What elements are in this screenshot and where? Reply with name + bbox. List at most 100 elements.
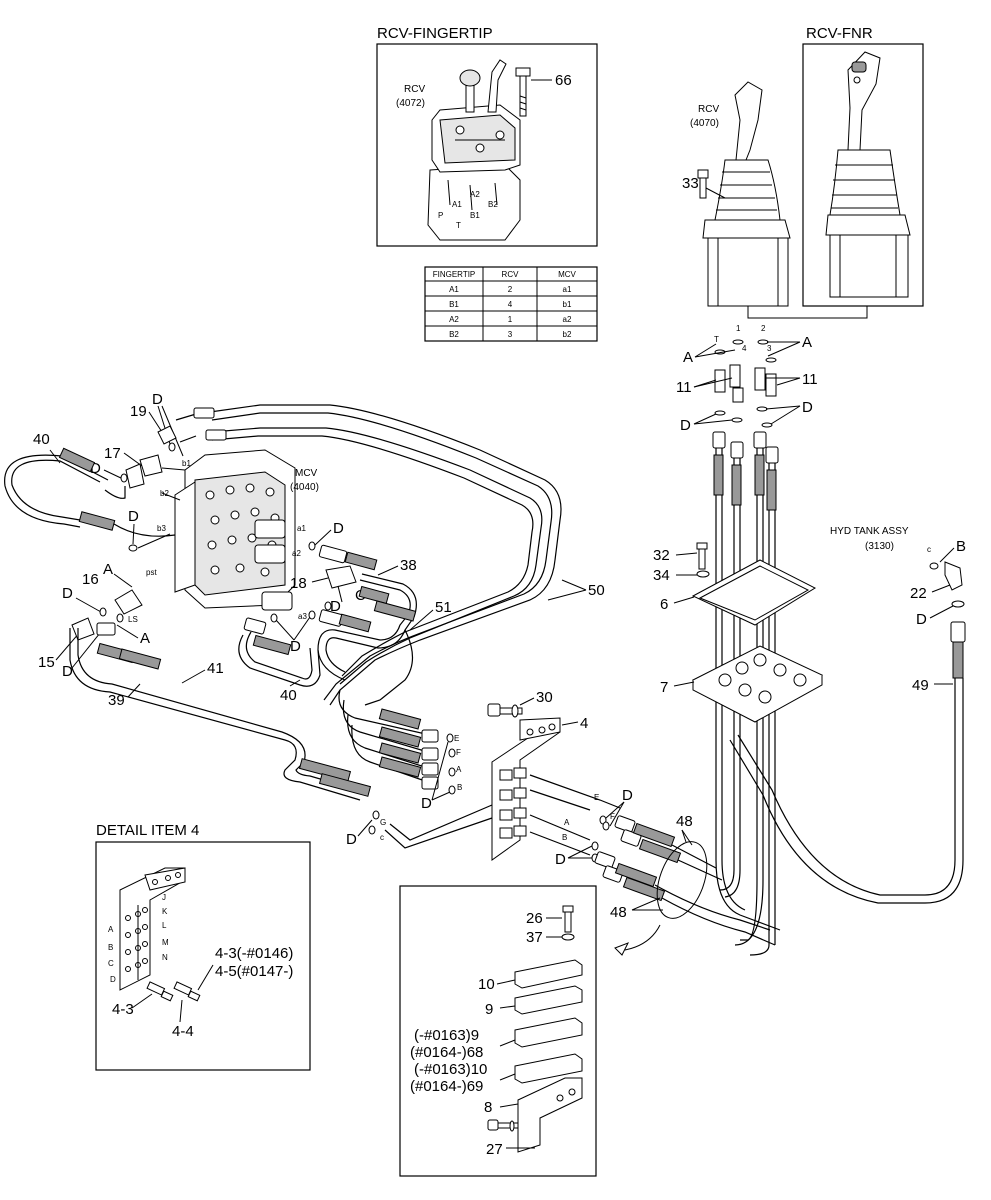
table-cell: B2 [449, 330, 459, 339]
rcv-fnr-frame: RCV-FNR [802, 25, 924, 307]
table-cell: A2 [449, 315, 459, 324]
callout-18: 18 [290, 575, 307, 592]
callout-40-lower: 40 [280, 687, 297, 704]
hyd-tank-code: (3130) [865, 541, 894, 552]
letter-d-a3: D [290, 638, 301, 655]
rcv-fingertip-frame: RCV-FINGERTIP RCV (4072) A2 B2 A1 B1 P T [376, 25, 598, 247]
callout-49: 49 [912, 677, 929, 694]
table-cell: a1 [563, 285, 572, 294]
letter-d-18: D [330, 598, 341, 615]
port-pst: pst [146, 568, 157, 577]
detail-item4-frame: DETAIL ITEM 4 A B C D J K L M N 4-3(-#01… [95, 822, 311, 1071]
mcv-left-fittings: 19 D 17 D D [90, 391, 186, 552]
detail-callout-44: 4-4 [172, 1023, 194, 1040]
fingertip-port-b2: B2 [488, 200, 498, 209]
rcv-port-fittings: 1 2 4 3 T A A 11 11 D [676, 324, 818, 434]
clamp-detail-frame: 26 37 10 9 (-#0163)9 (#0164-)68 (-#0163)… [399, 885, 661, 1177]
port-num-1: 1 [736, 324, 741, 333]
clamp-callout-68: (#0164-)68 [410, 1044, 483, 1061]
table-cell: B1 [449, 300, 459, 309]
fittings-16-15: 16 A D 15 D A [38, 561, 150, 680]
callout-40-top: 40 [33, 431, 50, 448]
bolt-66 [515, 67, 552, 117]
main-rcv-code: (4070) [690, 118, 719, 129]
letter-e-right: E [594, 793, 599, 802]
fnr-joystick-drawing [825, 51, 911, 298]
port-b2: b2 [160, 489, 169, 498]
detail-callout-43: 4-3 [112, 1001, 134, 1018]
hyd-tank-connection: HYD TANK ASSY (3130) c B 22 D 49 [729, 526, 966, 904]
callout-34: 34 [653, 567, 670, 584]
callout-4: 4 [580, 715, 588, 732]
callout-30: 30 [536, 689, 553, 706]
clamp-callout-9b: (-#0163)9 [414, 1027, 479, 1044]
letter-d-b3: D [128, 508, 139, 525]
letter-b-right-b: B [562, 833, 567, 842]
mcv-label: MCV [295, 468, 318, 479]
letter-c-small: c [380, 833, 384, 842]
fingertip-port-a2: A2 [470, 190, 480, 199]
hose-38: 38 [317, 557, 417, 681]
port-num-2: 2 [761, 324, 766, 333]
rcv-fingertip-label: RCV [404, 84, 425, 95]
letter-d-tank: D [916, 611, 927, 628]
callout-48-bottom: 48 [610, 904, 627, 921]
callout-17: 17 [104, 445, 121, 462]
letter-a-left: A [683, 349, 693, 366]
clamp-callout-26: 26 [526, 910, 543, 927]
detail-callout-43-top: 4-3(-#0146) [215, 945, 293, 962]
port-num-4: 4 [742, 344, 747, 353]
rcv-vertical-hoses [712, 431, 781, 956]
letter-d-48-bottom: D [555, 851, 566, 868]
detail-letter-n: N [162, 953, 168, 962]
rcv-fingertip-title: RCV-FINGERTIP [377, 25, 493, 42]
detail-letter-j: J [162, 893, 166, 902]
detail-item4-grid [125, 905, 148, 980]
main-rcv-joystick: RCV (4070) 33 [682, 81, 868, 319]
table-header-cell: RCV [502, 270, 520, 279]
port-a1: a1 [297, 524, 306, 533]
fingertip-port-p: P [438, 211, 443, 220]
detail-letter-b: B [108, 943, 113, 952]
callout-19: 19 [130, 403, 147, 420]
callout-6: 6 [660, 596, 668, 613]
table-cell: 1 [508, 315, 513, 324]
letter-d-rcv-right: D [802, 399, 813, 416]
hose-50-bundle: 50 [175, 404, 605, 706]
letter-a-bracket: A [456, 765, 462, 774]
letter-d-17: D [90, 460, 101, 477]
letter-a-16: A [103, 561, 113, 578]
letter-a-15: A [140, 630, 150, 647]
letter-a-right-b: A [564, 818, 570, 827]
elbow-22 [944, 561, 963, 591]
mcv-code: (4040) [290, 482, 319, 493]
port-num-3: 3 [767, 344, 772, 353]
letter-d-48-top: D [622, 787, 633, 804]
callout-66: 66 [555, 72, 572, 89]
hoses-48: E F A B D D 48 48 [529, 774, 776, 946]
main-rcv-label: RCV [698, 104, 719, 115]
hose-39-41: 39 41 [69, 628, 372, 801]
clamp-callout-10: 10 [478, 976, 495, 993]
letter-a-right: A [802, 334, 812, 351]
rcv-fingertip-code: (4072) [396, 98, 425, 109]
middle-hose-group [338, 689, 439, 790]
clamp-callout-37: 37 [526, 929, 543, 946]
hyd-tank-label: HYD TANK ASSY [830, 526, 909, 537]
callout-7: 7 [660, 679, 668, 696]
bolt-27 [487, 1119, 519, 1132]
callout-15: 15 [38, 654, 55, 671]
letter-b-tank: B [956, 538, 966, 555]
hose-40-left: 40 [4, 431, 176, 537]
table-cell: 3 [508, 330, 513, 339]
fingertip-port-b1: B1 [470, 211, 480, 220]
detail-letter-m: M [162, 938, 169, 947]
rcv-fnr-title: RCV-FNR [806, 25, 873, 42]
port-a2: a2 [292, 549, 301, 558]
fingertip-port-t: T [456, 221, 461, 230]
callout-50: 50 [588, 582, 605, 599]
table-cell: 2 [508, 285, 513, 294]
detail-callout-45: 4-5(#0147-) [215, 963, 293, 980]
table-cell: b2 [563, 330, 572, 339]
